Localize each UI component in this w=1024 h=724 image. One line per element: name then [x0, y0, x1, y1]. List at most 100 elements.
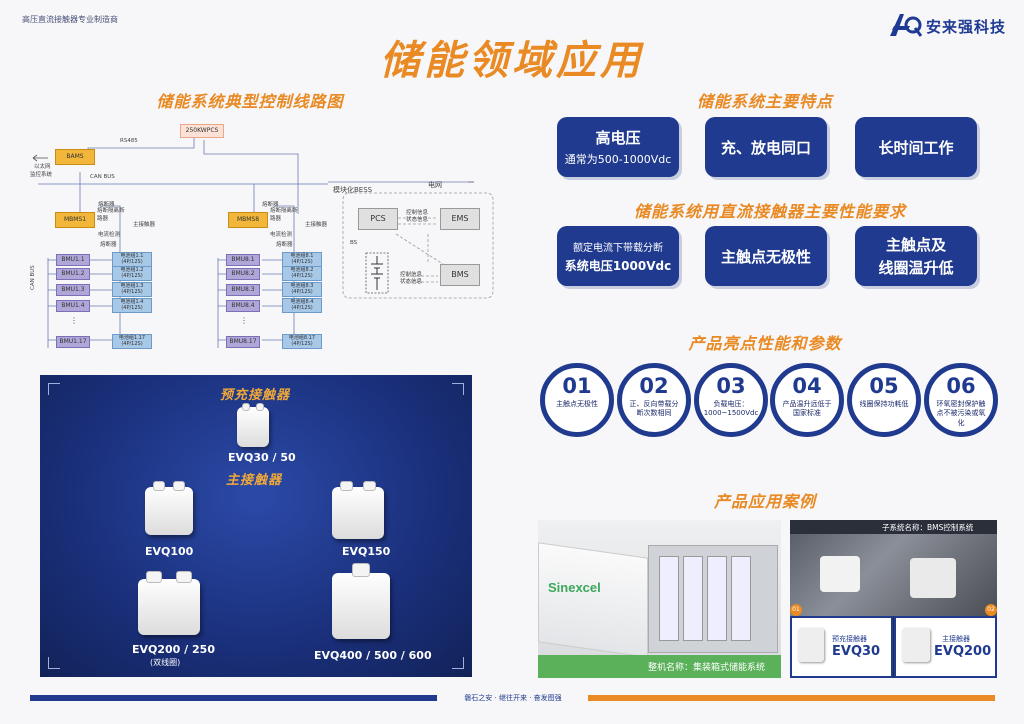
- evq200-product-image: [138, 571, 200, 635]
- bmu-box: BMU8.1: [226, 254, 260, 266]
- highlight-number: 02: [639, 374, 669, 398]
- bmu-box: BMU8.3: [226, 284, 260, 296]
- battery-icon: [365, 252, 389, 294]
- bams-box: BAMS: [55, 149, 95, 165]
- battery-pack-box: 电池组1.3 (4P/12S): [112, 282, 152, 297]
- feature-title: 高电压: [595, 129, 641, 147]
- highlight-circle: 02 正、反向带载分断次数相同: [617, 363, 691, 437]
- highlight-description: 环氧密封保护触点不被污染或氧化: [936, 400, 986, 427]
- battery-pack-box: 电池组8.2 (4P/12S): [282, 266, 322, 281]
- fuse-label-1b: 熔断器: [100, 242, 117, 248]
- terminal-icon: [340, 481, 353, 491]
- canbus-label: CAN BUS: [90, 174, 115, 180]
- main-contactor-label-8: 主接触器: [305, 222, 328, 228]
- grid-label: 电网: [428, 181, 442, 189]
- evq200-photo: [902, 628, 930, 662]
- panel-corner: [48, 657, 60, 669]
- main-contactor-label-1: 主接触器: [133, 222, 156, 228]
- status-info-label-1: 状态信息: [406, 217, 429, 223]
- bmu-box: BMU8.2: [226, 268, 260, 280]
- monitor-system-label: 监控系统: [30, 172, 53, 178]
- terminal-icon: [153, 481, 165, 491]
- battery-pack-box: 电池组8.3 (4P/12S): [282, 282, 322, 297]
- highlight-description: 产品温升远低于国家标准: [782, 400, 832, 418]
- highlight-description: 线圈保持功耗低: [859, 400, 909, 408]
- ems-box: EMS: [440, 208, 480, 230]
- pcs-box: PCS: [358, 208, 398, 230]
- container-brand-logo: Sinexcel: [548, 580, 601, 595]
- tagline: 高压直流接触器专业制造商: [22, 15, 118, 24]
- cases-section-title: 产品应用案例: [713, 492, 816, 511]
- requirements-section-title: 储能系统用直流接触器主要性能要求: [633, 202, 906, 221]
- container-caption: 整机名称：集装箱式储能系统: [538, 655, 781, 678]
- terminal-icon: [242, 403, 250, 411]
- cabinet: [731, 556, 751, 641]
- fuse-label-1: 熔断器: [98, 202, 115, 208]
- current-detect-label-8: 电流检测: [270, 232, 293, 238]
- bess-label: 模块化BESS: [333, 186, 373, 194]
- battery-pack-box: 电池组1.1 (4P/12S): [112, 252, 152, 267]
- fuse-label-8b: 熔断器: [276, 242, 293, 248]
- company-logo-icon: [890, 14, 922, 37]
- main-case-model: EVQ200: [934, 644, 992, 659]
- tag-01: 01: [790, 604, 802, 616]
- main-case-label: 主接触器: [942, 635, 970, 643]
- isolation-label-8: 熔断隔离断路器: [270, 208, 298, 222]
- bmu-box: BMU1.3: [56, 284, 90, 296]
- bmu-box: BMU1.4: [56, 300, 90, 312]
- precharge-case-card: 预充接触器 EVQ30: [790, 616, 893, 678]
- feature-card-long-work: 长时间工作: [855, 117, 977, 177]
- ellipsis-icon: ⋮: [70, 316, 78, 325]
- bmu-box: BMU8.17: [226, 336, 260, 348]
- container-interior: [648, 545, 778, 653]
- bms-caption: 子系统名称：BMS控制系统: [790, 520, 997, 534]
- isolation-label-1: 熔断隔离断路器: [97, 208, 125, 222]
- requirement-line2: 线圈温升低: [878, 259, 954, 277]
- ctrl-info-label-2: 控制信息: [400, 272, 423, 278]
- status-info-label-2: 状态信息: [400, 279, 423, 285]
- highlight-number: 01: [562, 374, 592, 398]
- highlight-number: 06: [946, 374, 976, 398]
- main-contactor-title: 主接触器: [226, 473, 283, 488]
- battery-pack-box: 电池组1.17 (4P/12S): [112, 334, 152, 349]
- mbms1-box: MBMS1: [55, 212, 95, 228]
- evq400-label: EVQ400 / 500 / 600: [314, 649, 432, 662]
- bms-photo: [790, 534, 997, 616]
- panel-corner: [452, 383, 464, 395]
- precharge-case-label: 预充接触器: [832, 635, 867, 643]
- features-section-title: 储能系统主要特点: [696, 92, 833, 111]
- contactor-photo: [820, 556, 860, 592]
- evq200-label: EVQ200 / 250: [132, 643, 215, 656]
- requirement-line1: 主触点无极性: [720, 247, 811, 266]
- highlight-description: 正、反向带载分断次数相同: [629, 400, 679, 418]
- evq150-product-image: [332, 481, 384, 539]
- requirement-card-temp-rise: 主触点及 线圈温升低: [855, 226, 977, 286]
- requirement-line2: 系统电压1000Vdc: [564, 258, 672, 273]
- ethernet-label: 以太网: [34, 164, 51, 170]
- ctrl-info-label-1: 控制信息: [406, 210, 429, 216]
- diagram-section-title: 储能系统典型控制线路图: [156, 92, 344, 111]
- bmu-box: BMU8.4: [226, 300, 260, 312]
- container-body: [538, 542, 648, 658]
- precharge-case-model: EVQ30: [832, 644, 881, 659]
- container-storage-image: Sinexcel: [538, 520, 781, 678]
- battery-pack-box: 电池组8.17 (4P/12S): [282, 334, 322, 349]
- bmu-box: BMU1.2: [56, 268, 90, 280]
- highlight-circle: 04 产品温升远低于国家标准: [770, 363, 844, 437]
- pcs-250kw-box: 250KWPCS: [180, 124, 224, 138]
- terminal-icon: [176, 571, 192, 583]
- evq400-product-image: [332, 563, 390, 639]
- evq100-product-image: [145, 481, 193, 535]
- highlight-number: 04: [792, 374, 822, 398]
- terminal-icon: [352, 563, 370, 577]
- evq30-label: EVQ30 / 50: [228, 451, 296, 464]
- page-title: 储能领域应用: [380, 38, 644, 84]
- terminal-icon: [173, 481, 185, 491]
- footer-bar-right: [588, 695, 995, 701]
- bms-box: BMS: [440, 264, 480, 286]
- feature-card-high-voltage: 高电压 通常为500-1000Vdc: [557, 117, 679, 177]
- battery-pack-box: 电池组8.4 (4P/12S): [282, 298, 322, 313]
- panel-corner: [452, 657, 464, 669]
- canbus-vertical-label: CAN BUS: [30, 265, 36, 290]
